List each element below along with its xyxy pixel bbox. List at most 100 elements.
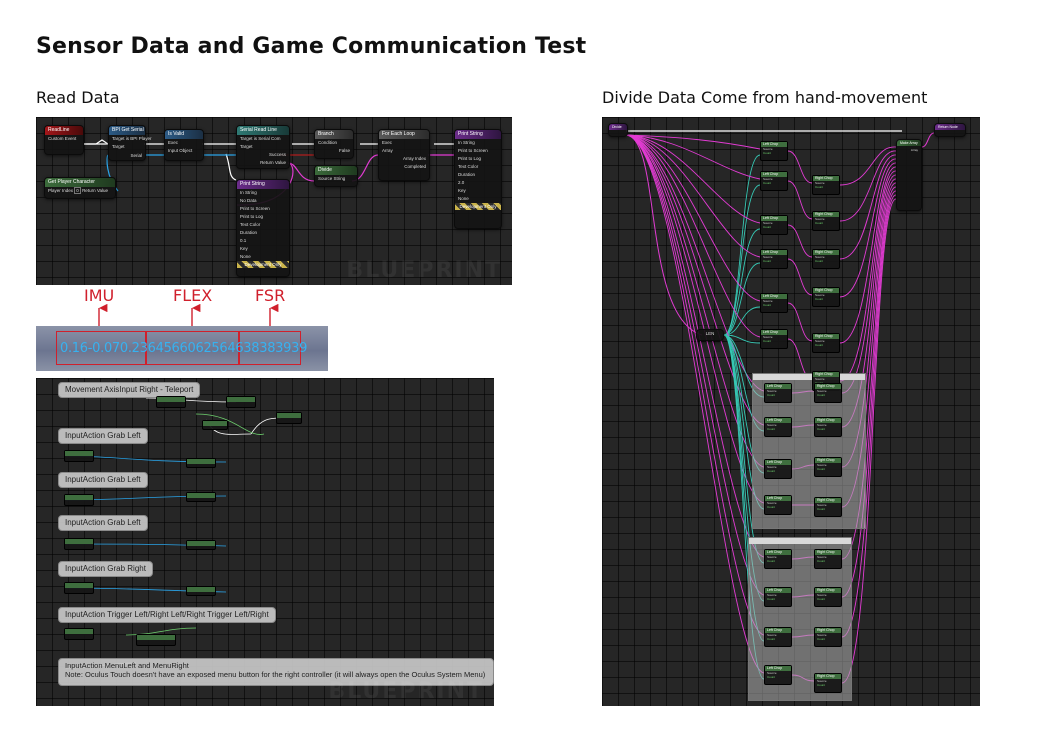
get-player-char-pin-index[interactable]: Player Index [48,188,74,193]
print-string-b-pin-in[interactable]: In String [240,190,257,195]
left-chop-node-14-pin-count[interactable]: Count [767,675,776,679]
divide-event-node[interactable]: Divide [608,123,628,137]
left-chop-node-8-pin-count[interactable]: Count [767,427,776,431]
serial-read-line-node[interactable]: Serial Read Line Target is Serial Com Ta… [236,125,290,169]
right-chop-node-7-pin-count[interactable]: Count [817,393,826,397]
left-chop-node-4-pin-count[interactable]: Count [763,259,772,263]
right-chop-node-9-pin-count[interactable]: Count [817,467,826,471]
serial-read-line-pin-return[interactable]: Return Value [260,160,286,165]
print-string-a-pin-in[interactable]: In String [458,140,475,145]
comment-grab-left-1[interactable]: InputAction Grab Left [58,428,148,444]
left-chop-node-7-pin-source[interactable]: Source [767,389,777,393]
right-chop-node-6-pin-source[interactable]: Source [815,377,825,381]
serial-read-line-pin-success[interactable]: Success [268,152,286,157]
right-chop-node-8-pin-count[interactable]: Count [817,427,826,431]
print-string-b-pin-log[interactable]: Print to Log [240,214,264,219]
vr-node-12[interactable] [186,586,216,596]
left-chop-node-9-pin-count[interactable]: Count [767,469,776,473]
right-chop-node-2-pin-count[interactable]: Count [815,221,824,225]
comment-menu-note[interactable]: InputAction MenuLeft and MenuRight Note:… [58,658,494,686]
branch-pin-condition[interactable]: Condition [318,140,338,145]
is-valid-pin-input[interactable]: Input Object [168,148,193,153]
left-chop-node-11-pin-count[interactable]: Count [767,559,776,563]
for-each-pin-array[interactable]: Array [382,148,393,153]
right-chop-node-1-pin-count[interactable]: Count [815,185,824,189]
right-chop-node-3-pin-source[interactable]: Source [815,255,825,259]
vr-node-3[interactable] [202,420,228,430]
right-chop-node-3-pin-count[interactable]: Count [815,259,824,263]
vr-node-6[interactable] [186,458,216,468]
comment-trigger-left-right[interactable]: InputAction Trigger Left/Right Left/Righ… [58,607,276,623]
right-chop-node-11-pin-count[interactable]: Count [817,559,826,563]
left-chop-node-3-pin-source[interactable]: Source [763,221,773,225]
vr-node-13[interactable] [64,628,94,640]
left-chop-node-13-pin-count[interactable]: Count [767,637,776,641]
vr-input-blueprint-panel[interactable]: Movement AxisInput Right - Teleport Inpu… [36,378,494,706]
right-chop-node-9-pin-source[interactable]: Source [817,463,827,467]
vr-node-1[interactable] [156,396,186,408]
print-string-b-pin-screen[interactable]: Print to Screen [240,206,270,211]
for-each-pin-index[interactable]: Array Index [402,156,426,161]
comment-grab-right[interactable]: InputAction Grab Right [58,561,153,577]
right-chop-node-1-pin-source[interactable]: Source [815,181,825,185]
left-chop-node-2-pin-count[interactable]: Count [763,181,772,185]
is-valid-node[interactable]: Is Valid Exec Input Object [164,129,204,161]
print-string-a-pin-log[interactable]: Print to Log [458,156,482,161]
right-chop-node-11-pin-source[interactable]: Source [817,555,827,559]
right-chop-node-7-pin-source[interactable]: Source [817,389,827,393]
left-chop-node-2-pin-source[interactable]: Source [763,177,773,181]
left-chop-node-6-pin-count[interactable]: Count [763,339,772,343]
print-string-a-duration-value[interactable]: 2.0 [458,180,465,185]
print-string-b-in-value[interactable]: No Data [240,198,257,203]
right-chop-node-12-pin-source[interactable]: Source [817,593,827,597]
left-chop-node-1-pin-count[interactable]: Count [763,151,772,155]
vr-node-8[interactable] [186,492,216,502]
left-chop-node-5-pin-source[interactable]: Source [763,299,773,303]
right-chop-node-4-pin-count[interactable]: Count [815,297,824,301]
left-chop-node-4-pin-source[interactable]: Source [763,255,773,259]
print-string-b-pin-duration[interactable]: Duration [240,230,258,235]
print-string-b-pin-key[interactable]: Key [240,246,248,251]
left-chop-node-14-pin-source[interactable]: Source [767,671,777,675]
right-chop-node-5-pin-source[interactable]: Source [815,339,825,343]
vr-node-10[interactable] [186,540,216,550]
left-chop-node-6-pin-source[interactable]: Source [763,335,773,339]
make-array-pin-array[interactable]: Array [910,148,918,152]
right-chop-node-13-pin-count[interactable]: Count [817,637,826,641]
left-chop-node-5-pin-count[interactable]: Count [763,303,772,307]
right-chop-node-4-pin-source[interactable]: Source [815,293,825,297]
is-valid-pin-exec[interactable]: Exec [168,140,179,145]
branch-node[interactable]: Branch Condition False [314,129,354,159]
vr-node-2[interactable] [226,396,256,408]
left-chop-node-10-pin-count[interactable]: Count [767,505,776,509]
print-string-a-pin-duration[interactable]: Duration [458,172,476,177]
left-chop-node-9-pin-source[interactable]: Source [767,465,777,469]
comment-grab-left-3[interactable]: InputAction Grab Left [58,515,148,531]
left-chop-node-8-pin-source[interactable]: Source [767,423,777,427]
right-chop-node-5-pin-count[interactable]: Count [815,343,824,347]
get-serial-pin-target[interactable]: Target [112,144,125,149]
serial-read-line-pin-target[interactable]: Target [240,144,253,149]
print-string-a-pin-key[interactable]: Key [458,188,466,193]
right-chop-node-14-pin-count[interactable]: Count [817,683,826,687]
print-string-a-pin-screen[interactable]: Print to Screen [458,148,488,153]
right-chop-node-2-pin-source[interactable]: Source [815,217,825,221]
right-chop-node-10-pin-count[interactable]: Count [817,507,826,511]
